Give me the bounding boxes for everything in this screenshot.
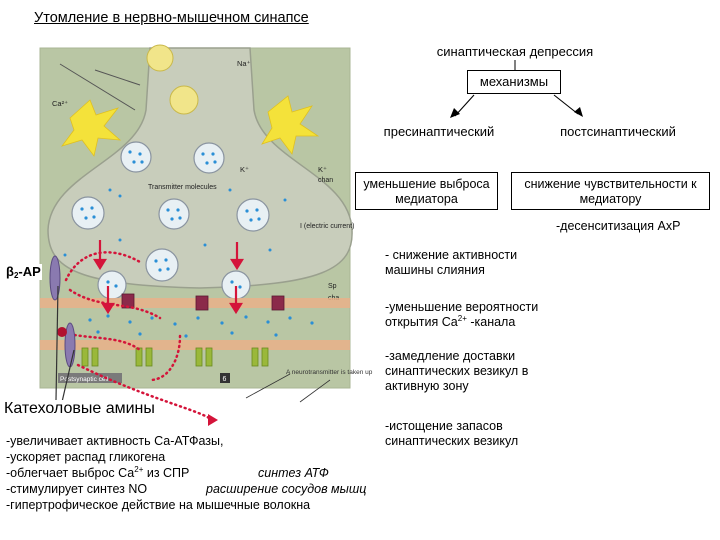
pointer-line — [59, 63, 136, 111]
catecholamine-effect-4: -стимулирует синтез NO — [6, 482, 148, 496]
presynaptic-item-2: -уменьшение вероятности открытия Ca2+ -к… — [385, 300, 539, 329]
branch-right — [553, 94, 579, 115]
current-label: I (electric current) — [300, 223, 354, 230]
postsynaptic-box: снижение чувствительности к медиатору — [511, 172, 710, 210]
calcium-channels — [121, 293, 285, 311]
presynaptic-item-4: -истощение запасов синаптических везикул — [385, 419, 519, 448]
note-atp-synthesis: синтез АТФ — [258, 466, 329, 480]
vesicle-contents — [80, 150, 261, 289]
root-node: синаптическая депрессия — [436, 44, 594, 59]
presynaptic-membrane — [40, 298, 350, 308]
step-number: 6 — [223, 376, 227, 383]
ca-ion: Ca²⁺ — [52, 99, 68, 108]
beta2-ar-label: β2-АР — [5, 264, 42, 280]
catecholamines-heading: Катехоловые амины — [4, 400, 159, 418]
vesicle-yellow — [146, 44, 174, 72]
postsynaptic-membrane — [40, 340, 350, 350]
beta2-receptor — [49, 255, 61, 301]
na-ion: Na⁺ — [237, 59, 251, 68]
transmitter-dots — [63, 188, 314, 338]
dotted-paths — [58, 251, 214, 422]
k-ion-2: K⁺ — [318, 165, 327, 174]
desensitization-item: -десенситизация АхР — [556, 219, 681, 233]
page-title: Утомление в нервно-мышечном синапсе — [34, 10, 309, 26]
catecholamine-effect-5: -гипертрофическое действие на мышечные в… — [6, 498, 311, 512]
note-vessel-dilation: расширение сосудов мышц — [206, 482, 367, 496]
catecholamine-effect-2: -ускоряет распад гликогена — [6, 450, 166, 464]
catecholamine-molecule — [57, 327, 67, 337]
calcium-flash-left — [60, 99, 122, 157]
transmitter-label: Transmitter molecules — [148, 184, 217, 191]
presynaptic-item-1: - снижение активности машины слияния — [385, 248, 518, 277]
presynaptic-label: пресинаптический — [383, 124, 495, 139]
dotted-arrow-head — [208, 414, 218, 426]
presynaptic-box: уменьшение выброса медиатора — [355, 172, 498, 210]
vesicle-yellow — [169, 85, 199, 115]
step-number-box — [220, 373, 230, 383]
k-chan-label: chan — [318, 177, 333, 184]
beta2-receptor-2 — [64, 322, 76, 368]
synaptic-vesicles — [71, 141, 270, 300]
k-ion: K⁺ — [240, 165, 249, 174]
catecholamine-effect-1: -увеличивает активность Са-АТФазы, — [6, 434, 224, 448]
postsyn-label: Postsynaptic cell — [60, 376, 109, 383]
presynaptic-item-3: -замедление доставки синаптических везик… — [385, 349, 529, 393]
catecholamine-effect-3: -облегчает выброс Са2+ из СПР — [6, 465, 190, 481]
receptor-pointer — [55, 285, 59, 401]
mechanisms-box: механизмы — [467, 70, 561, 94]
neurotransmitter-caption: A neurotransmitter is taken up — [286, 369, 373, 376]
calcium-flash-right — [261, 95, 320, 155]
postsyn-caption-box — [58, 373, 122, 383]
sp-label: Sp — [328, 283, 337, 290]
postsynaptic-label: постсинаптический — [560, 124, 676, 139]
